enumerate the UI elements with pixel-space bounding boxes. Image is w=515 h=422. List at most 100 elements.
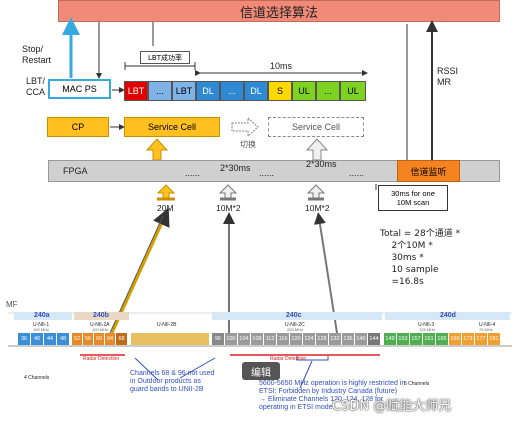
fpga-dots-1: ...... (185, 168, 201, 178)
service-cell-target: Service Cell (268, 117, 364, 137)
csdn-watermark: CSDN @赋能大师兄 (332, 399, 452, 414)
band-240a-sub: U-NII-1 (33, 322, 50, 328)
band-240c-name: 240c (286, 312, 302, 319)
channel-104: 104 (238, 333, 251, 345)
channel-monitor-box: 信道监听 (397, 160, 460, 182)
band-240b-sub: U-NII-2A (90, 322, 110, 328)
lbt-success-label-box: LBT成功率 (140, 51, 190, 64)
service-cell-active: Service Cell (124, 117, 220, 137)
switch-label: 切换 (240, 140, 256, 149)
channel-181: 181 (488, 333, 501, 345)
channel-100: 100 (225, 333, 238, 345)
frame-cell-dots: ... (220, 81, 244, 101)
channel-149: 149 (384, 333, 397, 345)
channel-140: 140 (355, 333, 368, 345)
channel-64: 64 (105, 333, 116, 345)
right-channel-count: 5 Channels (404, 381, 430, 387)
channel-44: 44 (44, 333, 57, 345)
channel-124: 124 (303, 333, 316, 345)
lbt-cca-label: LBT/ CCA (26, 76, 46, 97)
total-calculation: Total = 28个通道 * 2个10M * 30ms * 10 sample… (380, 229, 461, 287)
service-cell-target-label: Service Cell (291, 122, 340, 132)
span-2x30ms-2: 2*30ms (306, 159, 337, 169)
span-2x30ms-1: 2*30ms (220, 163, 251, 173)
channel-96: 96 (212, 333, 225, 345)
mf-label: MF (6, 300, 18, 309)
channel-165: 165 (436, 333, 449, 345)
band-240d-header (385, 312, 510, 320)
band-240c-header (212, 312, 382, 320)
fpga-label: FPGA (63, 166, 88, 176)
channel-112: 112 (264, 333, 277, 345)
band-240b-name: 240b (93, 312, 109, 319)
frame-cell-dots: ... (316, 81, 340, 101)
bandwidth-label-10mx2: 10M*2 (305, 203, 330, 213)
channel-40: 40 (31, 333, 44, 345)
frame-cell-dl: DL (244, 81, 268, 101)
scan-note-box: 30ms for one 10M scan (378, 185, 448, 211)
frame-cell-ul: UL (292, 81, 316, 101)
mac-ps-label: MAC PS (62, 84, 97, 94)
frame-cell-dl: DL (196, 81, 220, 101)
cp-label: CP (71, 122, 85, 132)
edit-button-label: 编辑 (251, 367, 271, 379)
band-240d-name: 240d (440, 312, 456, 319)
channel-173: 173 (462, 333, 475, 345)
band-240b-mhz: 100 MHz (92, 327, 109, 332)
channel-153: 153 (397, 333, 410, 345)
frame-cell-lbt: LBT (172, 81, 196, 101)
channel-161: 161 (423, 333, 436, 345)
channel-177: 177 (475, 333, 488, 345)
bandwidth-label-10mx2: 10M*2 (216, 203, 241, 213)
channel-144: 144 (368, 333, 381, 345)
band-240c-mhz: 255 MHz (287, 327, 304, 332)
channel-36: 36 (18, 333, 31, 345)
rssi-mr-label: RSSI MR (437, 66, 459, 87)
channel-52: 52 (72, 333, 83, 345)
edit-button[interactable]: 编辑 (242, 362, 280, 380)
left-channel-count: 4 Channels (24, 375, 50, 381)
fpga-dots-2: ...... (259, 168, 275, 178)
radar-detection-label-2: Radar Detection (270, 356, 307, 362)
bandwidth-label-20m: 20M (157, 203, 174, 213)
band-240b-header (74, 312, 129, 320)
channel-68: 68 (116, 333, 128, 345)
frame-cell-dots: ... (148, 81, 172, 101)
cp-box: CP (47, 117, 109, 137)
channel-116: 116 (277, 333, 290, 345)
band-240d-mhz: 125 MHz (419, 327, 436, 332)
unii-4-mhz: 75 MHz (479, 327, 493, 332)
band-240d-sub: U-NII-3 (418, 322, 435, 328)
channel-48: 48 (57, 333, 70, 345)
channel-132: 132 (329, 333, 342, 345)
unii-4-label: U-NII-4 (479, 322, 496, 328)
band-240a-header (14, 312, 72, 320)
lbt-success-label: LBT成功率 (148, 53, 182, 62)
channel-128: 128 (316, 333, 329, 345)
etsi-restriction-note: 5600-5650 MHz operation is highly restri… (259, 380, 406, 411)
channel-136: 136 (342, 333, 355, 345)
algorithm-title: 信道选择算法 (239, 5, 318, 21)
unii-2b-label: U-NII-2B (157, 322, 177, 328)
radar-detection-label-1: Radar Detection (83, 356, 120, 362)
channel-120: 120 (290, 333, 303, 345)
channel-selection-algorithm-bar: 信道选择算法 (58, 0, 500, 22)
channel-monitor-label: 信道监听 (410, 167, 447, 178)
channel-169: 169 (449, 333, 462, 345)
frame-period-label: 10ms (270, 61, 293, 71)
fpga-bar: FPGA ...... ...... ...... (48, 160, 500, 182)
stop-restart-label: Stop/ Restart (22, 44, 52, 65)
mac-ps-box: MAC PS (48, 79, 111, 99)
channel-157: 157 (410, 333, 423, 345)
service-cell-active-label: Service Cell (147, 122, 196, 132)
guard-band-note: Channels 68 & 96 not used in Outdoor pro… (130, 370, 215, 393)
unii-2b-gap (131, 333, 209, 345)
channel-56: 56 (83, 333, 94, 345)
scan-note-text: 30ms for one 10M scan (391, 189, 435, 207)
frame-cell-ul: UL (340, 81, 366, 101)
band-240a-name: 240a (34, 312, 50, 319)
fpga-dots-3: ...... (349, 168, 365, 178)
channel-60: 60 (94, 333, 105, 345)
frame-cell-special: S (268, 81, 292, 101)
